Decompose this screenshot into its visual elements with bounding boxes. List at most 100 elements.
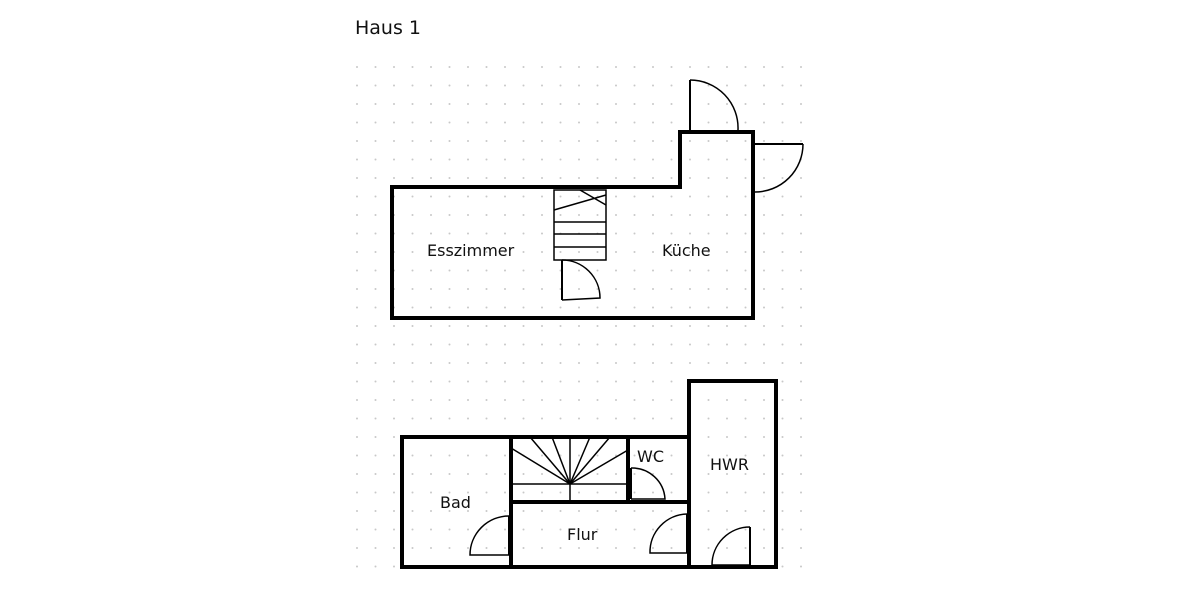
room-label-hwr: HWR <box>710 455 749 474</box>
grid-dot <box>448 177 451 179</box>
grid-dot <box>541 84 543 87</box>
grid-dot <box>689 343 691 346</box>
grid-dot <box>356 362 358 364</box>
grid-dot <box>485 380 488 383</box>
grid-dot <box>744 195 747 198</box>
grid-dot <box>356 140 358 142</box>
grid-dot <box>596 473 599 475</box>
grid-dot <box>615 103 617 105</box>
grid-dot <box>430 177 432 179</box>
grid-dot <box>467 399 469 401</box>
grid-dot <box>726 399 728 401</box>
grid-dot <box>541 214 543 216</box>
grid-dot <box>411 214 414 216</box>
grid-dot <box>504 121 506 124</box>
grid-dot <box>744 417 747 420</box>
grid-dot <box>467 417 469 420</box>
grid-dot <box>781 288 784 290</box>
grid-dot <box>541 417 543 420</box>
grid-dot <box>578 103 580 105</box>
grid-dot <box>800 66 802 68</box>
grid-dot <box>504 547 506 549</box>
stair-step <box>569 436 611 485</box>
grid-dot <box>726 454 728 457</box>
door-wc <box>630 467 666 500</box>
grid-dot <box>652 528 654 531</box>
room-label-flur: Flur <box>567 525 598 544</box>
grid-dot <box>707 214 710 216</box>
grid-dot <box>430 399 432 401</box>
grid-dot <box>652 510 654 512</box>
upper-floor: Esszimmer Küche <box>390 79 804 320</box>
grid-dot <box>578 195 580 198</box>
grid-dot <box>559 399 562 401</box>
grid-dot <box>670 491 673 494</box>
grid-dot <box>781 343 784 346</box>
grid-dot <box>393 547 395 549</box>
grid-dot <box>652 84 654 87</box>
grid-dot <box>485 306 488 309</box>
grid-dot <box>467 84 469 87</box>
grid-dot <box>467 158 469 161</box>
grid-dot <box>633 140 636 142</box>
grid-dot <box>541 325 543 327</box>
grid-dot <box>374 436 377 438</box>
grid-dot <box>763 306 765 309</box>
grid-dot <box>800 269 802 272</box>
grid-dot <box>393 103 395 105</box>
grid-dot <box>800 473 802 475</box>
grid-dot <box>670 473 673 475</box>
grid-dot <box>763 417 765 420</box>
grid-dot <box>800 177 802 179</box>
grid-dot <box>633 510 636 512</box>
grid-dot <box>726 232 728 235</box>
grid-dot <box>559 251 562 253</box>
grid-dot <box>467 177 469 179</box>
stair-step <box>551 436 571 485</box>
grid-dot <box>356 66 358 68</box>
grid-dot <box>726 288 728 290</box>
grid-dot <box>670 232 673 235</box>
grid-dot <box>781 66 784 68</box>
grid-dot <box>430 343 432 346</box>
grid-dot <box>411 343 414 346</box>
grid-dot <box>633 232 636 235</box>
grid-dot <box>522 510 525 512</box>
grid-dot <box>504 528 506 531</box>
grid-dot <box>800 417 802 420</box>
grid-dot <box>467 547 469 549</box>
grid-dot <box>781 177 784 179</box>
grid-dot <box>781 454 784 457</box>
grid-dot <box>485 491 488 494</box>
grid-dot <box>763 399 765 401</box>
grid-dot <box>707 195 710 198</box>
grid-dot <box>578 343 580 346</box>
grid-dot <box>744 288 747 290</box>
grid-dot <box>356 491 358 494</box>
grid-dot <box>541 232 543 235</box>
grid-dot <box>430 195 432 198</box>
grid-dot <box>596 140 599 142</box>
grid-dot <box>374 325 377 327</box>
grid-dot <box>485 103 488 105</box>
grid-dot <box>633 306 636 309</box>
grid-dot <box>356 325 358 327</box>
grid-dot <box>596 362 599 364</box>
grid-dot <box>781 84 784 87</box>
grid-dot <box>541 177 543 179</box>
grid-dot <box>430 528 432 531</box>
grid-dot <box>652 547 654 549</box>
grid-dot <box>633 417 636 420</box>
grid-dot <box>448 232 451 235</box>
door-exterior-right <box>754 143 804 193</box>
grid-dot <box>374 454 377 457</box>
grid-dot <box>744 528 747 531</box>
grid-dot <box>393 380 395 383</box>
grid-dot <box>670 288 673 290</box>
grid-dot <box>615 232 617 235</box>
grid-dot <box>485 214 488 216</box>
grid-dot <box>411 454 414 457</box>
grid-dot <box>781 380 784 383</box>
grid-dot <box>800 103 802 105</box>
grid-dot <box>596 269 599 272</box>
